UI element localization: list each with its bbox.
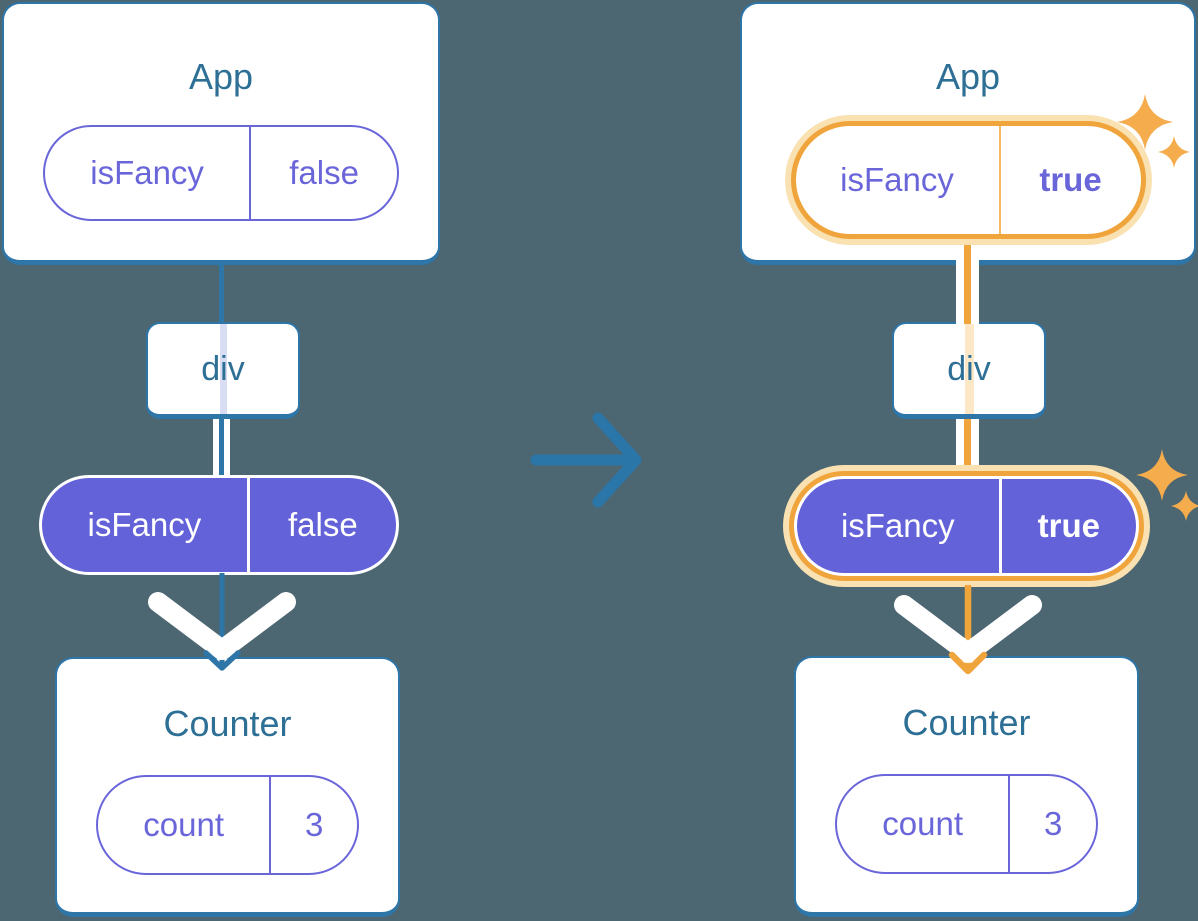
div-label-after: div: [947, 349, 991, 388]
counter-title-before: Counter: [163, 703, 292, 744]
app-card-after: App isFancy true: [740, 2, 1196, 265]
counter-card-before: Counter count 3: [55, 657, 400, 917]
state-value: 3: [1043, 805, 1063, 842]
prop-line-faded: [964, 324, 974, 414]
transition-arrow-icon: [530, 412, 642, 508]
state-value: 3: [304, 806, 324, 843]
div-label-before: div: [201, 349, 245, 388]
connector-app-div-before: [219, 265, 224, 324]
div-node-after: div: [892, 322, 1046, 419]
app-title-after: App: [935, 56, 1001, 97]
counter-state-pill-before: count 3: [96, 775, 359, 875]
sparkles-icon-app: [1117, 94, 1190, 168]
arrowhead-blue: [203, 650, 241, 671]
arrowhead-orange: [948, 651, 988, 675]
prop-value: true: [1037, 507, 1100, 544]
passed-prop-pill-after-highlighted: isFancy true: [783, 465, 1150, 587]
counter-title-after: Counter: [902, 702, 1031, 743]
app-card-before: App isFancy false: [2, 2, 440, 265]
app-prop-pill-before: isFancy false: [43, 125, 399, 221]
connector-div-pill-before: [213, 419, 230, 478]
state-name: count: [98, 777, 272, 873]
prop-line-faded: [219, 324, 227, 414]
prop-name: isFancy: [796, 126, 1001, 234]
prop-value: false: [288, 506, 358, 543]
arrow-down-icon-before: [148, 573, 296, 671]
div-node-before: div: [146, 322, 300, 419]
prop-value: true: [1039, 161, 1102, 198]
chevron-white: [894, 595, 1042, 663]
counter-card-after: Counter count 3: [794, 656, 1139, 917]
prop-name: isFancy: [42, 478, 250, 572]
arrow-down-icon-after: [894, 585, 1042, 675]
app-title-before: App: [188, 56, 254, 97]
state-name: count: [837, 776, 1011, 872]
prop-name: isFancy: [797, 479, 1002, 573]
sparkles-icon-prop: [1136, 449, 1198, 521]
app-prop-pill-after-highlighted: isFancy true: [784, 115, 1152, 245]
connector-app-div-after: [956, 242, 979, 324]
chevron-white: [148, 592, 296, 660]
passed-prop-pill-before: isFancy false: [39, 475, 399, 575]
connector-div-pill-after: [956, 419, 979, 469]
prop-value: false: [289, 154, 359, 191]
counter-state-pill-after: count 3: [835, 774, 1098, 874]
prop-name: isFancy: [45, 127, 252, 219]
